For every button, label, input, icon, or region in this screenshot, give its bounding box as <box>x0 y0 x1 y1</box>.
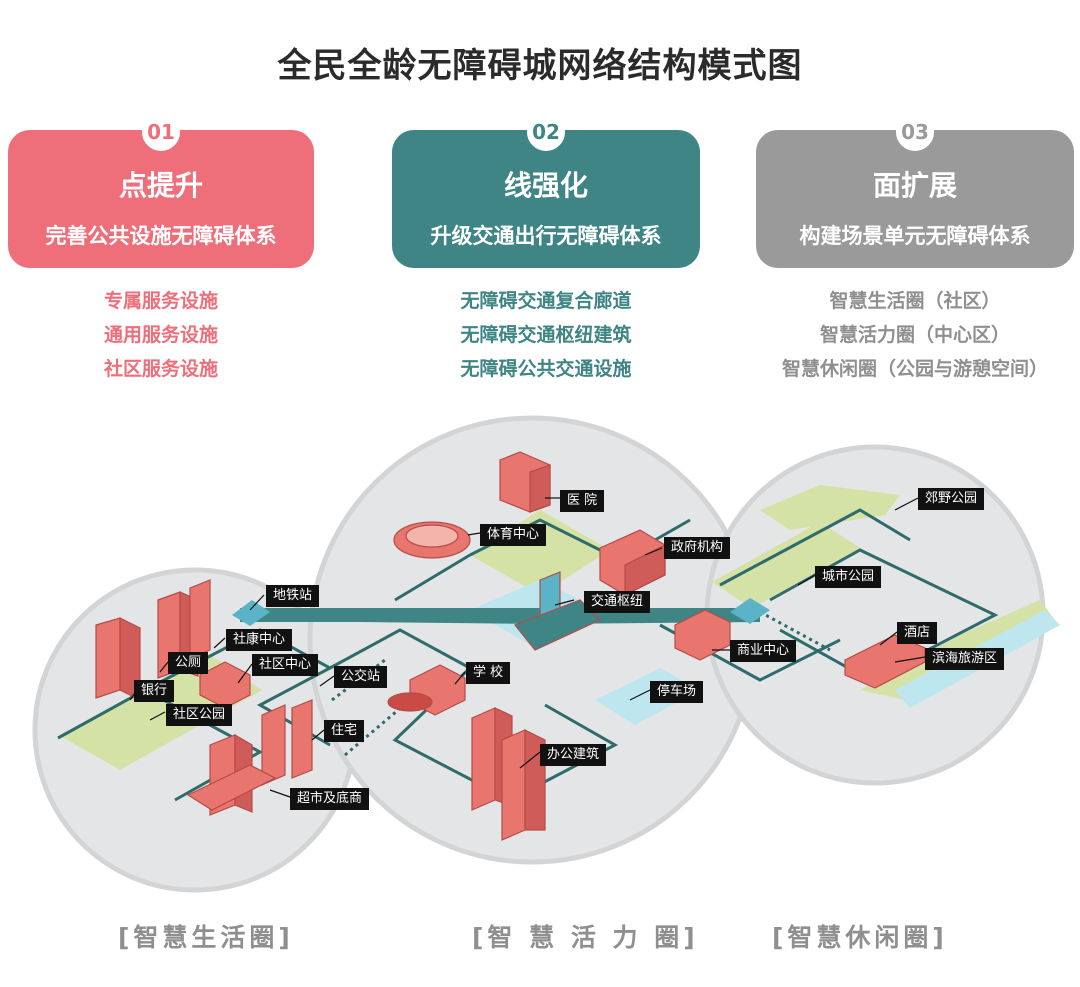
panel-heading: 点提升 <box>118 169 203 202</box>
panel-number: 03 <box>896 113 934 151</box>
panel-items-point: 专属服务设施 通用服务设施 社区服务设施 <box>8 284 314 386</box>
label-toilet: 公厕 <box>168 652 209 674</box>
zone-label-vitality-circle: [智 慧 活 力 圈] <box>472 923 699 952</box>
list-item: 通用服务设施 <box>103 324 218 346</box>
list-item: 无障碍公共交通设施 <box>460 358 632 380</box>
list-item: 智慧活力圈（中心区） <box>819 324 1010 346</box>
panel-subtitle: 完善公共设施无障碍体系 <box>45 224 277 248</box>
panel-area-expand: 03 面扩展 构建场景单元无障碍体系 <box>756 113 1074 268</box>
list-item: 智慧生活圈（社区） <box>829 290 1001 312</box>
panel-items-area: 智慧生活圈（社区） 智慧活力圈（中心区） 智慧休闲圈（公园与游憩空间） <box>740 284 1080 386</box>
label-suburban-park: 郊野公园 <box>918 488 985 510</box>
label-city-park: 城市公园 <box>815 566 882 588</box>
page-title: 全民全龄无障碍城网络结构模式图 <box>277 46 803 86</box>
label-school: 学 校 <box>466 662 511 684</box>
label-government: 政府机构 <box>664 537 731 559</box>
panel-subtitle: 升级交通出行无障碍体系 <box>430 224 662 248</box>
panel-number: 01 <box>142 113 180 151</box>
list-item: 专属服务设施 <box>103 290 218 312</box>
label-hospital: 医 院 <box>560 490 605 512</box>
label-transit-hub: 交通枢纽 <box>584 591 651 613</box>
panel-subtitle: 构建场景单元无障碍体系 <box>799 224 1031 248</box>
label-community-park: 社区公园 <box>166 704 233 726</box>
list-item: 无障碍交通复合廊道 <box>460 290 632 312</box>
green-areas <box>62 485 1055 770</box>
label-office: 办公建筑 <box>540 744 607 766</box>
zone-label-life-circle: [智慧生活圈] <box>118 923 294 952</box>
panel-heading: 面扩展 <box>872 169 957 202</box>
label-commercial-center: 商业中心 <box>730 640 797 662</box>
panel-line-strengthen: 02 线强化 升级交通出行无障碍体系 <box>392 113 700 268</box>
label-metro-station: 地铁站 <box>266 585 320 607</box>
label-coastal-area: 滨海旅游区 <box>925 648 1005 670</box>
label-community-center: 社区中心 <box>252 654 319 676</box>
label-hotel: 酒店 <box>897 622 938 644</box>
label-supermarket: 超市及底商 <box>290 788 370 810</box>
label-health-center: 社康中心 <box>226 629 293 651</box>
buildings <box>95 451 926 841</box>
zone-label-leisure-circle: [智慧休闲圈] <box>772 923 948 952</box>
panel-number: 02 <box>527 113 565 151</box>
label-residence: 住宅 <box>324 720 365 742</box>
list-item: 社区服务设施 <box>103 358 218 380</box>
panel-heading: 线强化 <box>503 169 588 202</box>
list-item: 无障碍交通枢纽建筑 <box>460 324 632 346</box>
panel-point-upgrade: 01 点提升 完善公共设施无障碍体系 <box>8 113 314 268</box>
label-bus-station: 公交站 <box>334 666 388 688</box>
list-item: 智慧休闲圈（公园与游憩空间） <box>781 358 1048 380</box>
panel-items-line: 无障碍交通复合廊道 无障碍交通枢纽建筑 无障碍公共交通设施 <box>392 284 700 386</box>
label-parking: 停车场 <box>650 681 704 703</box>
label-bank: 银行 <box>134 680 175 702</box>
label-sports-center: 体育中心 <box>480 524 547 546</box>
leader-lines <box>129 497 926 798</box>
